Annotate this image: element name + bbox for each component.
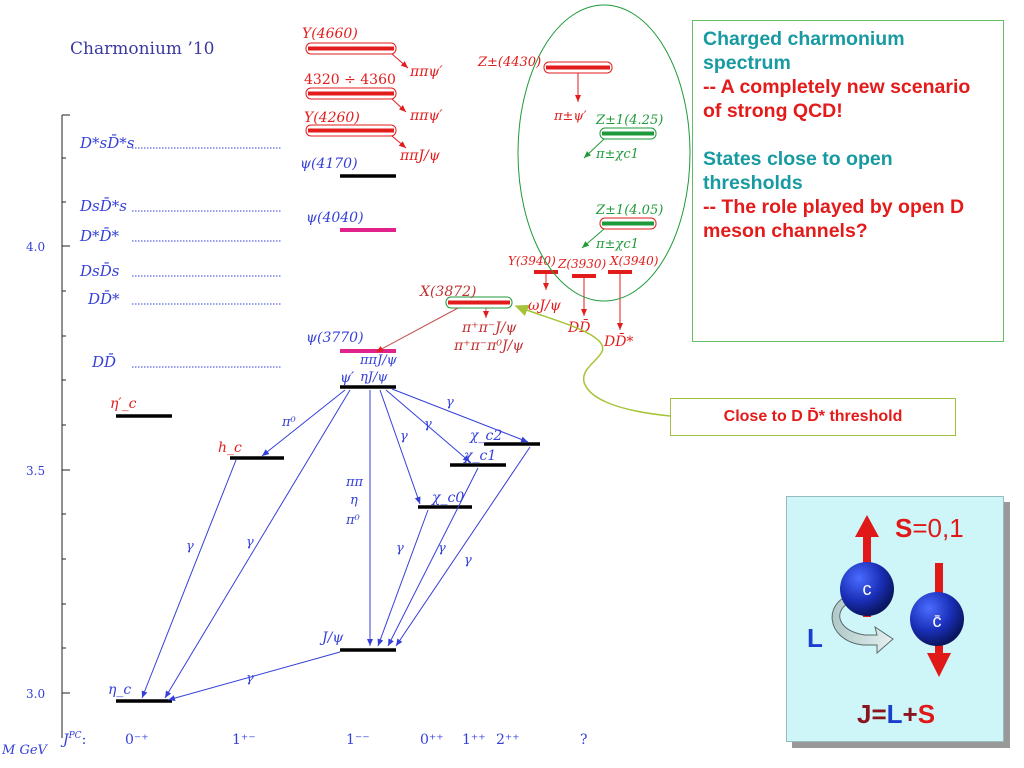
threshold-label-dsstar: D*sD̄*s — [79, 134, 135, 152]
state-label-y4660: Y(4660) — [302, 26, 358, 42]
tick-label-3-0: 3.0 — [26, 687, 45, 701]
label-pipipsi2s-a: ππψ′ — [409, 64, 443, 80]
y-states — [305, 42, 409, 149]
x3872-state — [375, 296, 513, 353]
label-eta-jpsi: ηJ/ψ — [360, 370, 388, 385]
state-label-chic1: χ_c1 — [463, 448, 496, 464]
label-omega-jpsi: ωJ/ψ — [528, 298, 562, 314]
label-gamma-chic1: γ — [424, 417, 432, 432]
threshold-label-dd: DD̄ — [91, 353, 116, 371]
state-label-psi2s: ψ′ — [340, 370, 355, 386]
state-label-etac2s: η′_c — [110, 396, 137, 412]
label-gamma-3: γ — [246, 671, 254, 686]
state-label-jpsi: J/ψ — [319, 630, 344, 646]
jpc-column-1pp: 1⁺⁺ — [462, 732, 486, 748]
label-x-pipipi0jpsi: π⁺π⁻π⁰J/ψ — [453, 338, 524, 354]
jpc-column-1mm: 1⁻⁻ — [346, 732, 370, 748]
quark-spin-graphic: c c̄ S=0,1 L J=L+S — [807, 513, 964, 729]
label-pi-chic1-a: π±χc1 — [595, 147, 639, 162]
state-label-psi4170: ψ(4170) — [300, 156, 358, 172]
conventional-levels — [116, 174, 540, 703]
anticharm-quark-label: c̄ — [933, 611, 942, 631]
threshold-label-ds: DsD̄s — [79, 262, 120, 280]
notes-heading-thresholds: States close to open thresholds — [703, 148, 893, 194]
state-label-chic0: χ_c0 — [431, 490, 464, 506]
state-label-hc: h_c — [218, 440, 242, 456]
state-label-z3930: Z(3930) — [557, 257, 607, 271]
notes-heading-charged: Charged charmonium spectrum — [703, 28, 905, 74]
notes-line-new-scenario: -- A completely new scenario of strong Q… — [703, 76, 971, 122]
spin-label: S=0,1 — [895, 513, 964, 543]
state-label-etac: η_c — [108, 682, 131, 698]
state-label-y3940: Y(3940) — [508, 254, 556, 268]
axis-unit-label: M GeV — [1, 743, 49, 758]
label-x-pipijpsi: π⁺π⁻J/ψ — [461, 320, 518, 336]
state-label-psi4040: ψ(4040) — [306, 210, 364, 226]
label-pipi: ππ — [345, 475, 364, 490]
jpc-column-unknown: ? — [580, 732, 588, 748]
charged-states-ellipse — [517, 4, 691, 302]
label-ddbarstar: DD̄* — [603, 332, 633, 350]
threshold-callout: Close to D D̄* threshold — [670, 398, 956, 436]
label-pi-chic1-b: π±χc1 — [595, 237, 639, 252]
spin-down-arrow-icon — [927, 653, 951, 677]
jpc-column-0pp: 0⁺⁺ — [420, 732, 444, 748]
state-label-psi3770: ψ(3770) — [306, 330, 364, 346]
charged-states — [543, 61, 657, 249]
anticharm-quark-icon — [910, 592, 964, 646]
state-label-y4360: 4320 ÷ 4360 — [304, 72, 396, 88]
notes-callout: Charged charmonium spectrum -- A complet… — [692, 20, 1004, 342]
label-gamma-2: γ — [246, 535, 254, 550]
jpc-column-2pp: 2⁺⁺ — [496, 732, 520, 748]
spin-up-arrow-icon — [855, 515, 879, 537]
tick-label-4-0: 4.0 — [26, 240, 45, 254]
label-gamma-chic0: γ — [400, 429, 408, 444]
label-gamma-4: γ — [396, 541, 404, 556]
diagram-title: Charmonium ’10 — [70, 39, 214, 59]
label-pi0-jpsi: π⁰ — [345, 513, 361, 528]
label-pipi-jpsi: ππJ/ψ — [359, 353, 398, 368]
orbital-label: L — [807, 623, 823, 653]
orbital-arrow-icon — [831, 592, 894, 655]
label-eta: η — [350, 493, 358, 508]
jpc-label: JPC: — [60, 731, 86, 748]
label-gamma-5: γ — [438, 541, 446, 556]
jpc-column-0mp: 0⁻⁺ — [125, 732, 149, 748]
transition-arrows — [141, 388, 531, 702]
jpc-column-1pm: 1⁺⁻ — [232, 732, 256, 748]
state-label-y4260: Y(4260) — [304, 110, 360, 126]
threshold-connector — [514, 304, 671, 417]
threshold-label-d-dstar: DD̄* — [87, 290, 120, 308]
total-j-label: J=L+S — [857, 699, 935, 729]
charm-quark-icon — [840, 562, 894, 616]
state-label-z4250: Z±1(4.25) — [595, 113, 663, 128]
mass-axis — [61, 114, 70, 738]
state-label-x3872: X(3872) — [419, 284, 477, 300]
charm-quark-label: c — [863, 579, 872, 599]
state-label-x3940: X(3940) — [609, 254, 659, 268]
notes-line-open-d: -- The role played by open D meson chann… — [703, 196, 965, 242]
threshold-lines — [132, 147, 282, 368]
label-pi0-hc: π⁰ — [281, 415, 297, 430]
state-label-z4050: Z±1(4.05) — [595, 203, 663, 218]
label-gamma-1: γ — [186, 539, 194, 554]
quark-spin-panel: c c̄ S=0,1 L J=L+S — [786, 496, 1004, 742]
state-label-chic2: χ_c2 — [469, 428, 502, 444]
tick-label-3-5: 3.5 — [26, 464, 45, 478]
label-gamma-chic2: γ — [446, 395, 454, 410]
threshold-label-ds-dsstar: DsD̄*s — [79, 197, 127, 215]
label-pipipsi2s-b: ππψ′ — [409, 108, 443, 124]
label-gamma-6: γ — [464, 553, 472, 568]
label-pi-psi2s: π±ψ′ — [553, 109, 587, 124]
threshold-label-dstar: D*D̄* — [79, 227, 120, 245]
label-pipijpsi-y: ππJ/ψ — [399, 148, 441, 164]
state-label-z4430: Z±(4430) — [477, 55, 541, 70]
